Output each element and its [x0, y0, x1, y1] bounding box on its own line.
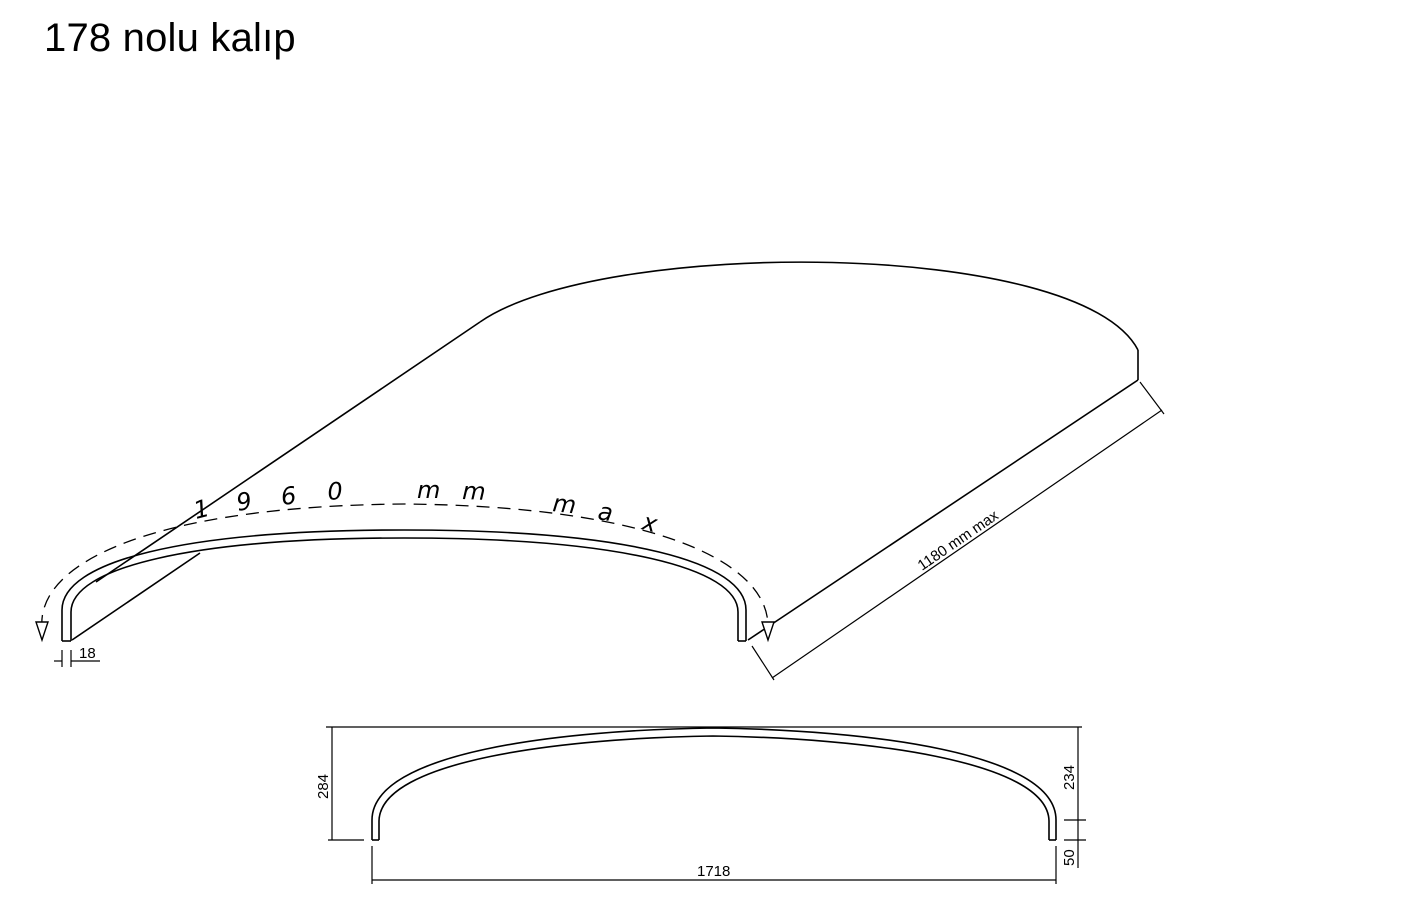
page-title: 178 nolu kalıp	[44, 16, 296, 60]
total-height-dimension: 284	[315, 727, 364, 841]
arc-length-label-char: m	[462, 477, 486, 506]
arc-length-label-char: m	[417, 476, 440, 504]
arc-length-label-char: 0	[326, 477, 343, 506]
leg-height-label: 50	[1061, 849, 1078, 866]
span-label: 1718	[697, 863, 730, 880]
left-inner-edge	[71, 552, 201, 641]
arc-height-dimension: 234	[1061, 727, 1086, 868]
back-top-arc	[479, 261, 1139, 351]
depth-dimension: 1180 mm max	[751, 381, 1165, 681]
left-top-edge	[95, 321, 481, 583]
arc-length-label: 1 9 6 0 m m m a x	[191, 476, 661, 538]
arc-length-arrow-right	[761, 621, 775, 643]
profile-inner-arc	[378, 735, 1050, 840]
arc-height-label: 234	[1061, 765, 1078, 790]
arc-length-label-char: x	[639, 507, 661, 538]
profile-outer-arc	[371, 727, 1057, 840]
arc-length-label-char: m	[551, 489, 577, 519]
front-inner-arc	[70, 537, 739, 641]
arc-length-label-char: 1	[191, 494, 213, 525]
leg-height-dimension: 50	[1061, 849, 1078, 866]
span-dimension: 1718	[371, 846, 1057, 884]
isometric-view: 1 9 6 0 m m m a x 1180 mm max 18	[35, 261, 1165, 681]
total-height-label: 284	[315, 774, 332, 799]
arc-length-label-char: 6	[279, 481, 298, 511]
arc-length-dashed-line	[41, 503, 769, 629]
front-outer-arc	[61, 529, 747, 641]
depth-dimension-label: 1180 mm max	[915, 507, 1002, 574]
profile-view: 284 234 50 1718	[315, 726, 1086, 884]
arc-length-label-char: 9	[234, 487, 254, 517]
thickness-dimension: 18	[54, 645, 100, 667]
right-bottom-edge	[747, 379, 1139, 641]
arc-length-label-char: a	[596, 497, 615, 527]
thickness-label: 18	[79, 645, 96, 662]
arc-length-arrow-left	[35, 621, 49, 643]
